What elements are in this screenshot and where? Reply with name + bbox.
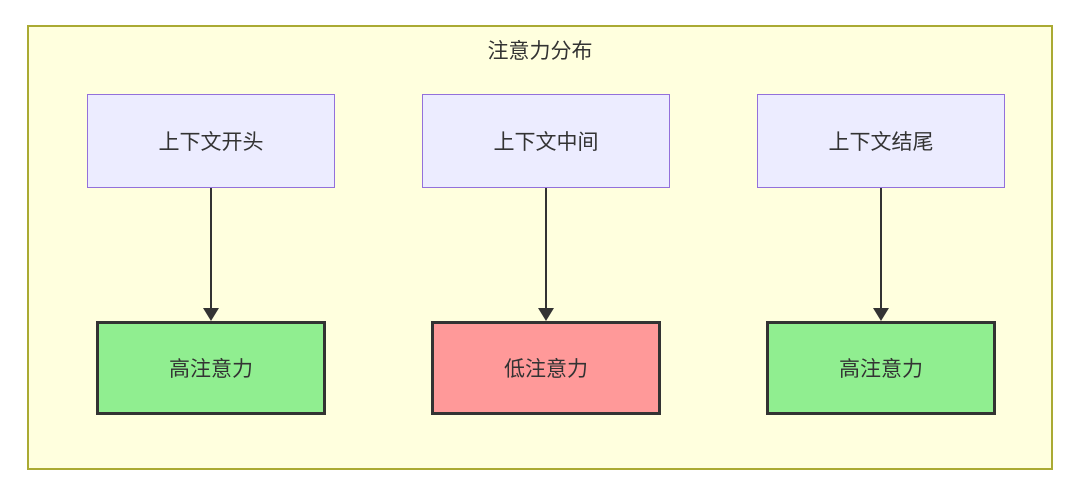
flow-column-context-middle: 上下文中间 低注意力: [422, 94, 670, 415]
flow-column-context-end: 上下文结尾 高注意力: [757, 94, 1005, 415]
node-attention-high-1: 高注意力: [96, 321, 326, 415]
subgraph-attention-distribution: 注意力分布 上下文开头 高注意力 上下文中间 低注意力 上下文结尾: [27, 25, 1053, 470]
node-context-end: 上下文结尾: [757, 94, 1005, 188]
arrow-down-icon: [203, 188, 219, 321]
flow-columns: 上下文开头 高注意力 上下文中间 低注意力 上下文结尾: [29, 94, 1051, 415]
arrow-head: [873, 308, 889, 321]
node-context-start: 上下文开头: [87, 94, 335, 188]
arrow-shaft: [545, 188, 547, 308]
arrow-down-icon: [873, 188, 889, 321]
node-context-middle: 上下文中间: [422, 94, 670, 188]
arrow-shaft: [880, 188, 882, 308]
arrow-head: [538, 308, 554, 321]
arrow-down-icon: [538, 188, 554, 321]
arrow-shaft: [210, 188, 212, 308]
diagram-title: 注意力分布: [487, 40, 593, 63]
flow-column-context-start: 上下文开头 高注意力: [87, 94, 335, 415]
arrow-head: [203, 308, 219, 321]
node-attention-high-2: 高注意力: [766, 321, 996, 415]
node-attention-low: 低注意力: [431, 321, 661, 415]
